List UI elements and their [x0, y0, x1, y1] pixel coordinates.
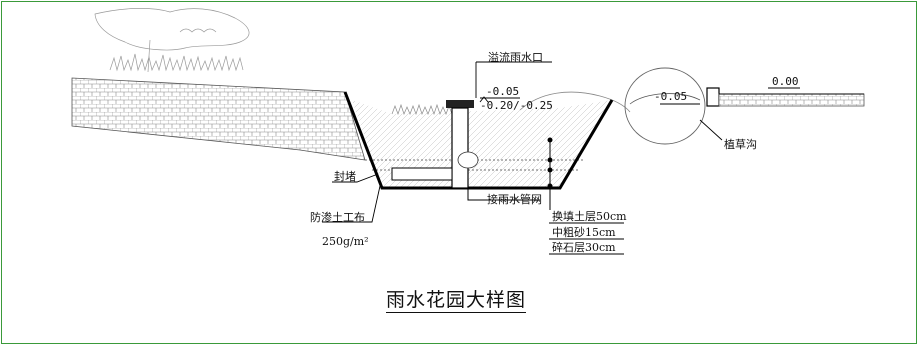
basin-outline [343, 91, 614, 190]
connect-pipe-label: 接雨水管网 [487, 193, 542, 206]
geotextile-spec-label: 250g/m² [322, 235, 369, 248]
elevation-pair-label: -0.20/-0.25 [480, 99, 553, 112]
left-brick-slope [71, 77, 366, 161]
annotation-leaders [322, 61, 552, 223]
grass-swale [624, 67, 723, 145]
ground-elevation-label: 0.00 [772, 75, 799, 88]
layer-label-sand: 中粗砂15cm [552, 226, 616, 239]
seal-label: 封堵 [334, 170, 356, 183]
grass-swale-label: 植草沟 [724, 138, 757, 151]
overflow-inlet-label: 溢流雨水口 [488, 51, 543, 64]
drawing-title: 雨水花园大样图 [386, 289, 527, 313]
layer-label-gravel: 碎石层30cm [552, 241, 616, 254]
layer-label-soil: 换填土层50cm [552, 210, 627, 223]
elevation-marker-inlet [479, 96, 520, 103]
overflow-inlet-structure [391, 100, 482, 201]
mound-curve [519, 91, 631, 113]
layer-leader [547, 137, 553, 210]
geotextile-label: 防渗土工布 [310, 211, 365, 224]
swale-elevation-label: -0.05 [654, 90, 688, 103]
elevation-top-label: -0.05 [486, 85, 520, 98]
vegetation-sketch [94, 8, 250, 73]
layer-table-lines [549, 222, 624, 255]
right-ground [660, 87, 865, 107]
basin-fill [352, 100, 612, 188]
